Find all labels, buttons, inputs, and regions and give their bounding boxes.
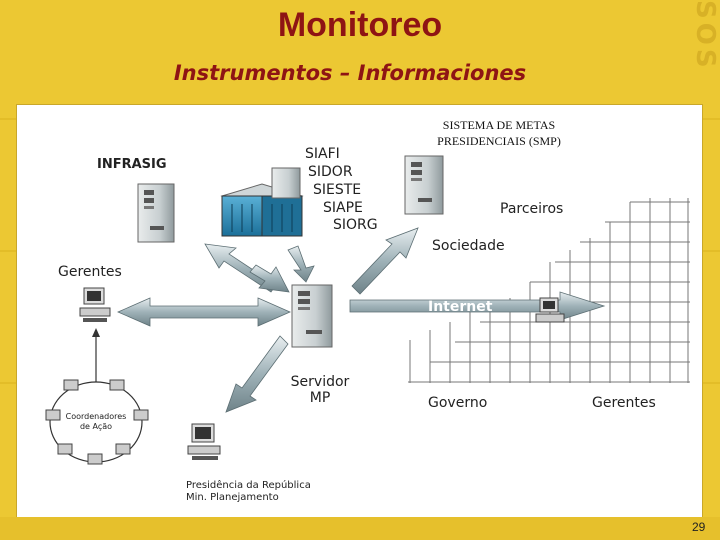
gerentes-right-label: Gerentes [592,395,656,411]
governo-label: Governo [428,395,487,411]
infrasig-server-icon [138,184,174,242]
sociedade-label: Sociedade [432,238,505,254]
system-sieste: SIESTE [313,182,361,198]
coordenadores-label-line1: Coordenadores [60,412,132,422]
coordenadores-label: Coordenadores de Ação [60,412,132,432]
presidencia-workstation-icon [188,424,220,460]
smp-label-line2: PRESIDENCIAIS (SMP) [405,133,593,149]
parceiros-label: Parceiros [500,201,563,217]
internet-label: Internet [428,299,492,315]
smp-label-line1: SISTEMA DE METAS [405,117,593,133]
system-siafi: SIAFI [305,146,340,162]
presidencia-label: Presidência da República Min. Planejamen… [186,480,311,504]
bottom-strip [0,517,720,540]
smp-server-icon [405,156,443,214]
network-grid [408,198,690,383]
system-siape: SIAPE [323,200,363,216]
presidencia-label-line1: Presidência da República [186,480,311,492]
arrow-gerentes-servidor [118,298,290,326]
gerentes-left-label: Gerentes [58,264,122,280]
servidor-label-line2: MP [282,390,358,406]
arrow-systems-servidor [288,246,314,282]
mainframe-cluster-icon [222,168,302,236]
system-siorg: SIORG [333,217,378,233]
page-number: 29 [692,520,705,534]
system-sidor: SIDOR [308,164,353,180]
servidor-mp-icon [292,285,332,347]
servidor-label-line1: Servidor [282,374,358,390]
gerentes-workstation-icon [80,288,110,322]
arrow-servidor-smp [352,228,418,294]
arrow-servidor-presidencia [226,336,288,412]
presidencia-label-line2: Min. Planejamento [186,492,311,504]
servidor-mp-label: Servidor MP [282,374,358,406]
coordenadores-label-line2: de Ação [60,422,132,432]
infrasig-label: INFRASIG [97,157,167,172]
arrows [118,228,604,412]
coordenadores-network [46,328,148,464]
smp-label: SISTEMA DE METAS PRESIDENCIAIS (SMP) [405,117,593,149]
